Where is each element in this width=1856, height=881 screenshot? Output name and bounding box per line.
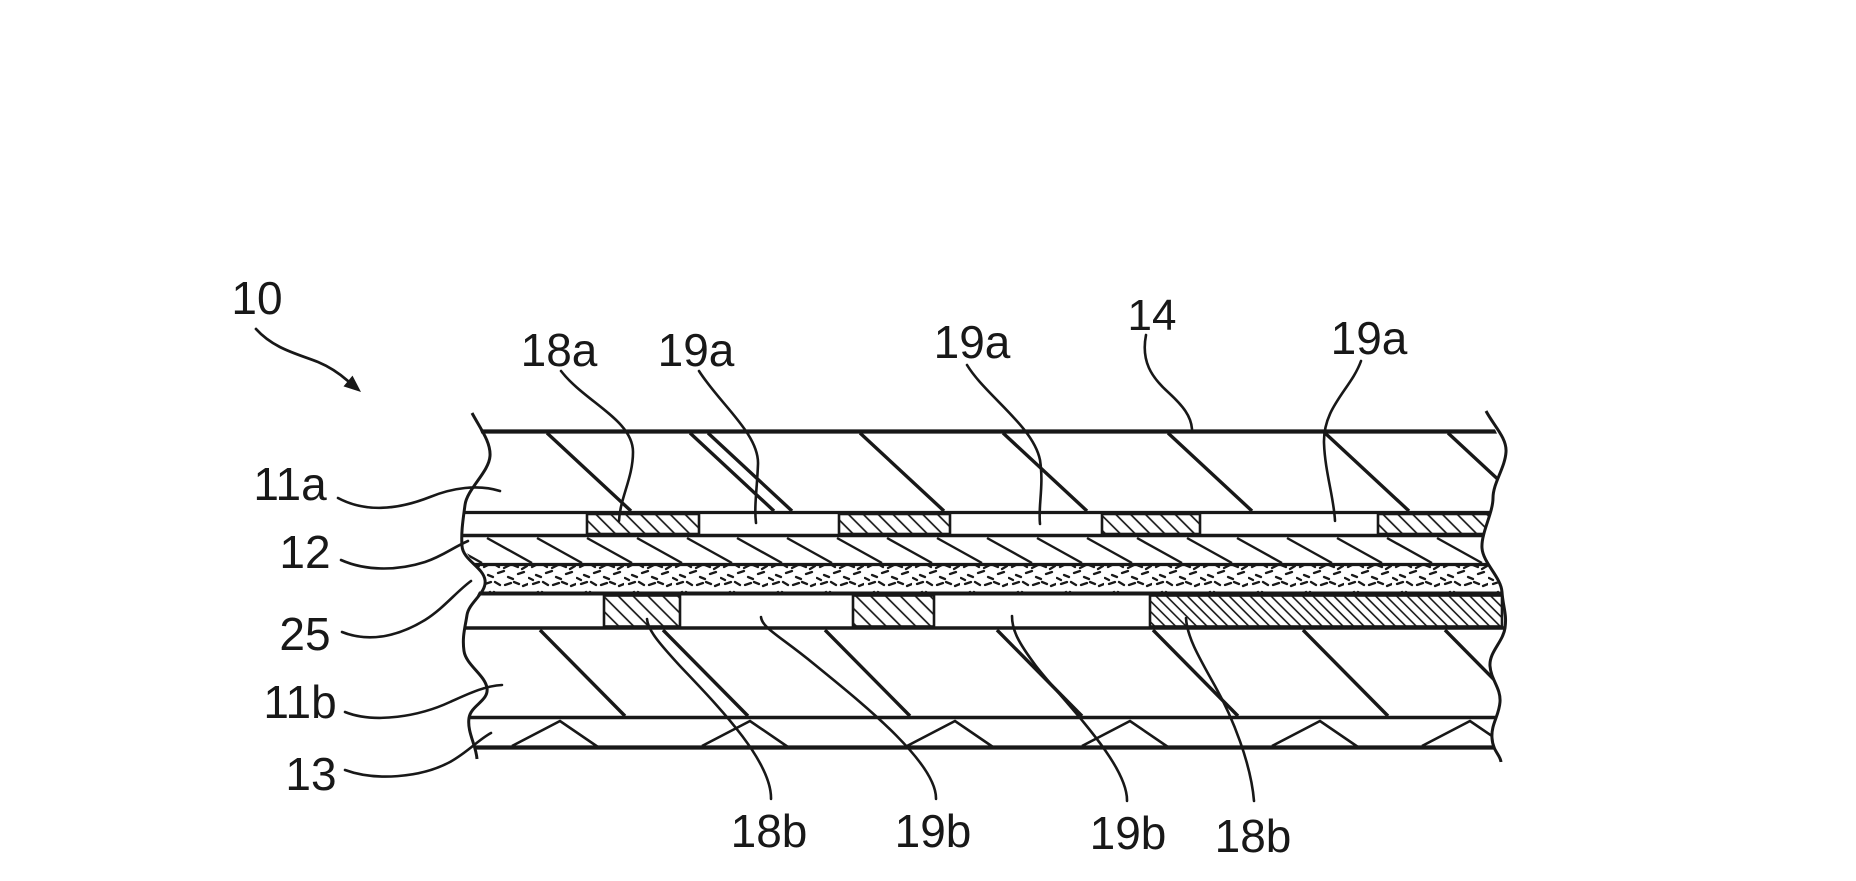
leader-14 (1143, 333, 1194, 431)
film-13-hatching (511, 719, 1506, 749)
leader-13 (343, 731, 493, 778)
leader-18a (559, 369, 635, 523)
layer-boundaries (462, 429, 1506, 750)
electrodes-18b-row (602, 594, 1504, 628)
leader-25 (340, 579, 473, 639)
electrode-18b-block (851, 594, 936, 628)
label-19a-2: 19a (934, 316, 1011, 368)
leader-11a (336, 486, 502, 510)
label-18b-2: 18b (1215, 810, 1292, 862)
label-10: 10 (231, 272, 282, 324)
label-19b-2: 19b (1090, 807, 1167, 859)
electrode-18a-block (585, 512, 701, 536)
label-19b-1: 19b (895, 805, 972, 857)
label-19a-1: 19a (658, 324, 735, 376)
label-18a: 18a (521, 324, 598, 376)
label-14: 14 (1128, 291, 1177, 340)
arrow-shaft (254, 327, 350, 383)
layer-stack (462, 411, 1506, 762)
electrode-18a-block (1376, 512, 1498, 536)
substrate-11b-hatching (538, 628, 1506, 718)
electrode-18b-block-long (1148, 594, 1504, 628)
leader-18b-1 (645, 617, 773, 801)
leader-19b-2 (1010, 614, 1129, 803)
adhesive-25-stipple (462, 566, 1506, 592)
substrate-11a-hatching (545, 431, 1506, 513)
left-break-edge (460, 412, 492, 760)
ref-10-pointer (254, 327, 361, 392)
label-19a-3: 19a (1331, 312, 1408, 364)
label-12: 12 (279, 526, 330, 578)
leader-12 (339, 539, 470, 570)
leader-19a-2 (965, 363, 1043, 526)
right-break-edge (1480, 410, 1508, 763)
label-25: 25 (279, 608, 330, 660)
electrode-18a-block (1100, 512, 1202, 536)
leader-19a-1 (697, 369, 760, 525)
leader-19a-3 (1322, 359, 1363, 523)
label-11a: 11a (253, 458, 327, 510)
arrowhead-icon (343, 375, 361, 392)
label-18b-1: 18b (731, 805, 808, 857)
leader-11b (343, 683, 504, 720)
label-11b: 11b (263, 676, 336, 728)
electrodes-18a-row (585, 512, 1498, 536)
electrode-18b-block (602, 594, 682, 628)
leader-lines (336, 333, 1363, 803)
break-edges (460, 410, 1508, 763)
label-13: 13 (285, 748, 336, 800)
leader-19b-1 (759, 615, 938, 801)
leader-18b-2 (1184, 616, 1256, 803)
electrode-18a-block (837, 512, 952, 536)
reference-labels: 10 18a 19a 19a 14 19a 11a 12 25 11b 13 1… (231, 272, 1407, 862)
